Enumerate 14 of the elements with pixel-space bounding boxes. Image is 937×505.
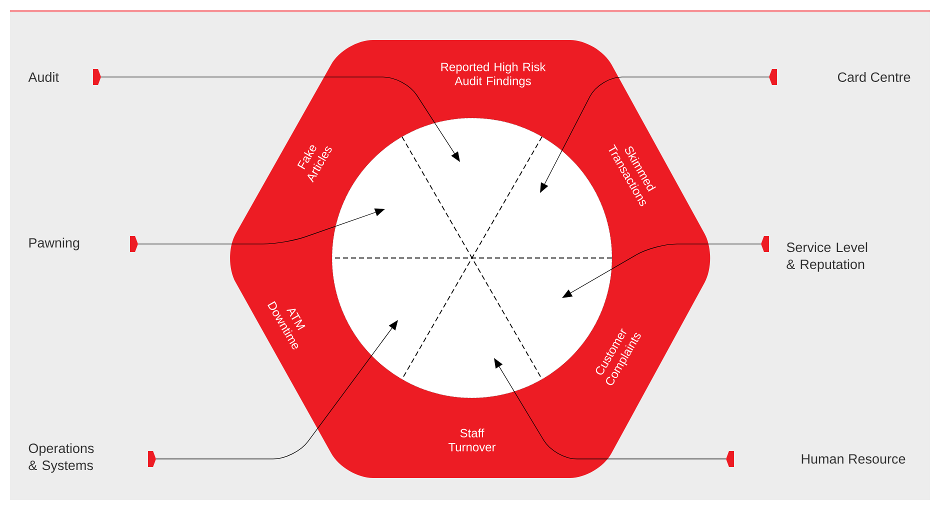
segment-label: Staff Turnover xyxy=(448,428,496,452)
department-label: Operations & Systems xyxy=(28,443,94,473)
segment-label: Reported High Risk Audit Findings xyxy=(441,62,546,88)
department-label: Card Centre xyxy=(838,72,910,82)
arrow xyxy=(100,76,460,162)
department-label: Service Level & Reputation xyxy=(786,242,868,272)
arrow xyxy=(156,320,398,460)
arrow xyxy=(494,358,726,460)
department-label: Human Resource xyxy=(802,454,906,464)
arrow xyxy=(540,76,770,193)
arrow xyxy=(562,244,762,298)
department-label: Pawning xyxy=(29,238,80,250)
arrow xyxy=(138,208,385,244)
department-label: Audit xyxy=(28,72,59,82)
